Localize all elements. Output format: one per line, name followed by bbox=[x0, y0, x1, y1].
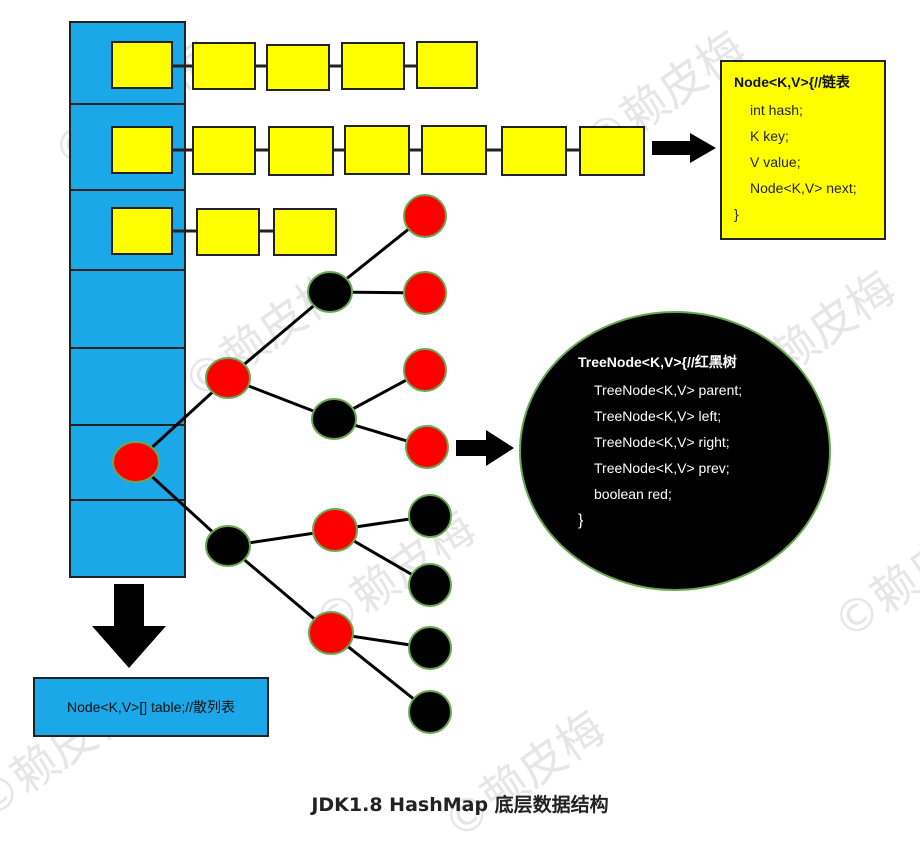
tree-nodes bbox=[112, 194, 452, 734]
red-tree-node bbox=[405, 425, 449, 469]
black-tree-node bbox=[307, 271, 353, 313]
black-tree-node bbox=[311, 398, 357, 440]
list-node bbox=[501, 126, 567, 176]
arrow-right-icon bbox=[456, 430, 514, 466]
list-node bbox=[344, 125, 410, 175]
red-tree-node bbox=[308, 611, 354, 655]
code-close: } bbox=[734, 206, 739, 222]
code-line: TreeNode<K,V> prev; bbox=[594, 460, 730, 476]
list-node bbox=[579, 126, 645, 176]
diagram-caption: JDK1.8 HashMap 底层数据结构 bbox=[311, 794, 609, 816]
arrow-down-icon bbox=[92, 584, 166, 668]
black-tree-node bbox=[408, 563, 452, 607]
table-label: Node<K,V>[] table;//散列表 bbox=[33, 677, 269, 737]
list-node bbox=[421, 125, 487, 175]
code-line: boolean red; bbox=[594, 486, 672, 502]
list-node bbox=[192, 126, 256, 175]
red-tree-node bbox=[403, 271, 447, 315]
code-line: TreeNode<K,V> left; bbox=[594, 408, 722, 424]
red-tree-node bbox=[312, 508, 358, 552]
black-tree-node bbox=[205, 525, 251, 567]
code-close: } bbox=[578, 512, 584, 529]
list-node bbox=[111, 126, 173, 174]
tree-edge bbox=[227, 290, 331, 380]
bucket-array-frame bbox=[69, 21, 186, 578]
red-tree-node bbox=[112, 441, 160, 483]
list-node bbox=[266, 44, 330, 91]
list-node bbox=[273, 208, 337, 256]
red-tree-node bbox=[205, 357, 251, 399]
code-line: Node<K,V> next; bbox=[750, 180, 857, 196]
code-line: K key; bbox=[750, 128, 789, 144]
tree-node-definition-bubble bbox=[519, 311, 831, 591]
bucket-array bbox=[69, 21, 186, 578]
list-node bbox=[341, 42, 405, 90]
list-node bbox=[196, 208, 260, 256]
code-line: V value; bbox=[750, 154, 801, 170]
red-tree-node bbox=[403, 348, 447, 392]
list-node bbox=[111, 41, 173, 89]
code-line: TreeNode<K,V> parent; bbox=[594, 382, 743, 398]
red-tree-node bbox=[403, 194, 447, 238]
tree-node-title: TreeNode<K,V>{//红黑树 bbox=[578, 354, 737, 370]
list-node bbox=[192, 42, 256, 90]
black-tree-node bbox=[408, 626, 452, 670]
arrow-right-icon bbox=[652, 133, 716, 163]
list-node bbox=[416, 41, 478, 89]
linked-list-row-2 bbox=[111, 125, 645, 176]
list-node bbox=[111, 207, 173, 255]
linked-list-definition: Node<K,V>{//链表 int hash; K key; V value;… bbox=[720, 60, 886, 240]
code-line: int hash; bbox=[750, 102, 803, 118]
linked-list-row-3 bbox=[111, 207, 337, 256]
list-node bbox=[268, 126, 334, 176]
black-tree-node bbox=[408, 494, 452, 538]
linked-list-title: Node<K,V>{//链表 bbox=[734, 74, 850, 90]
tree-node-definition: TreeNode<K,V>{//红黑树 TreeNode<K,V> parent… bbox=[520, 312, 830, 590]
linked-list-row-1 bbox=[111, 41, 478, 91]
black-tree-node bbox=[408, 690, 452, 734]
code-line: TreeNode<K,V> right; bbox=[594, 434, 730, 450]
